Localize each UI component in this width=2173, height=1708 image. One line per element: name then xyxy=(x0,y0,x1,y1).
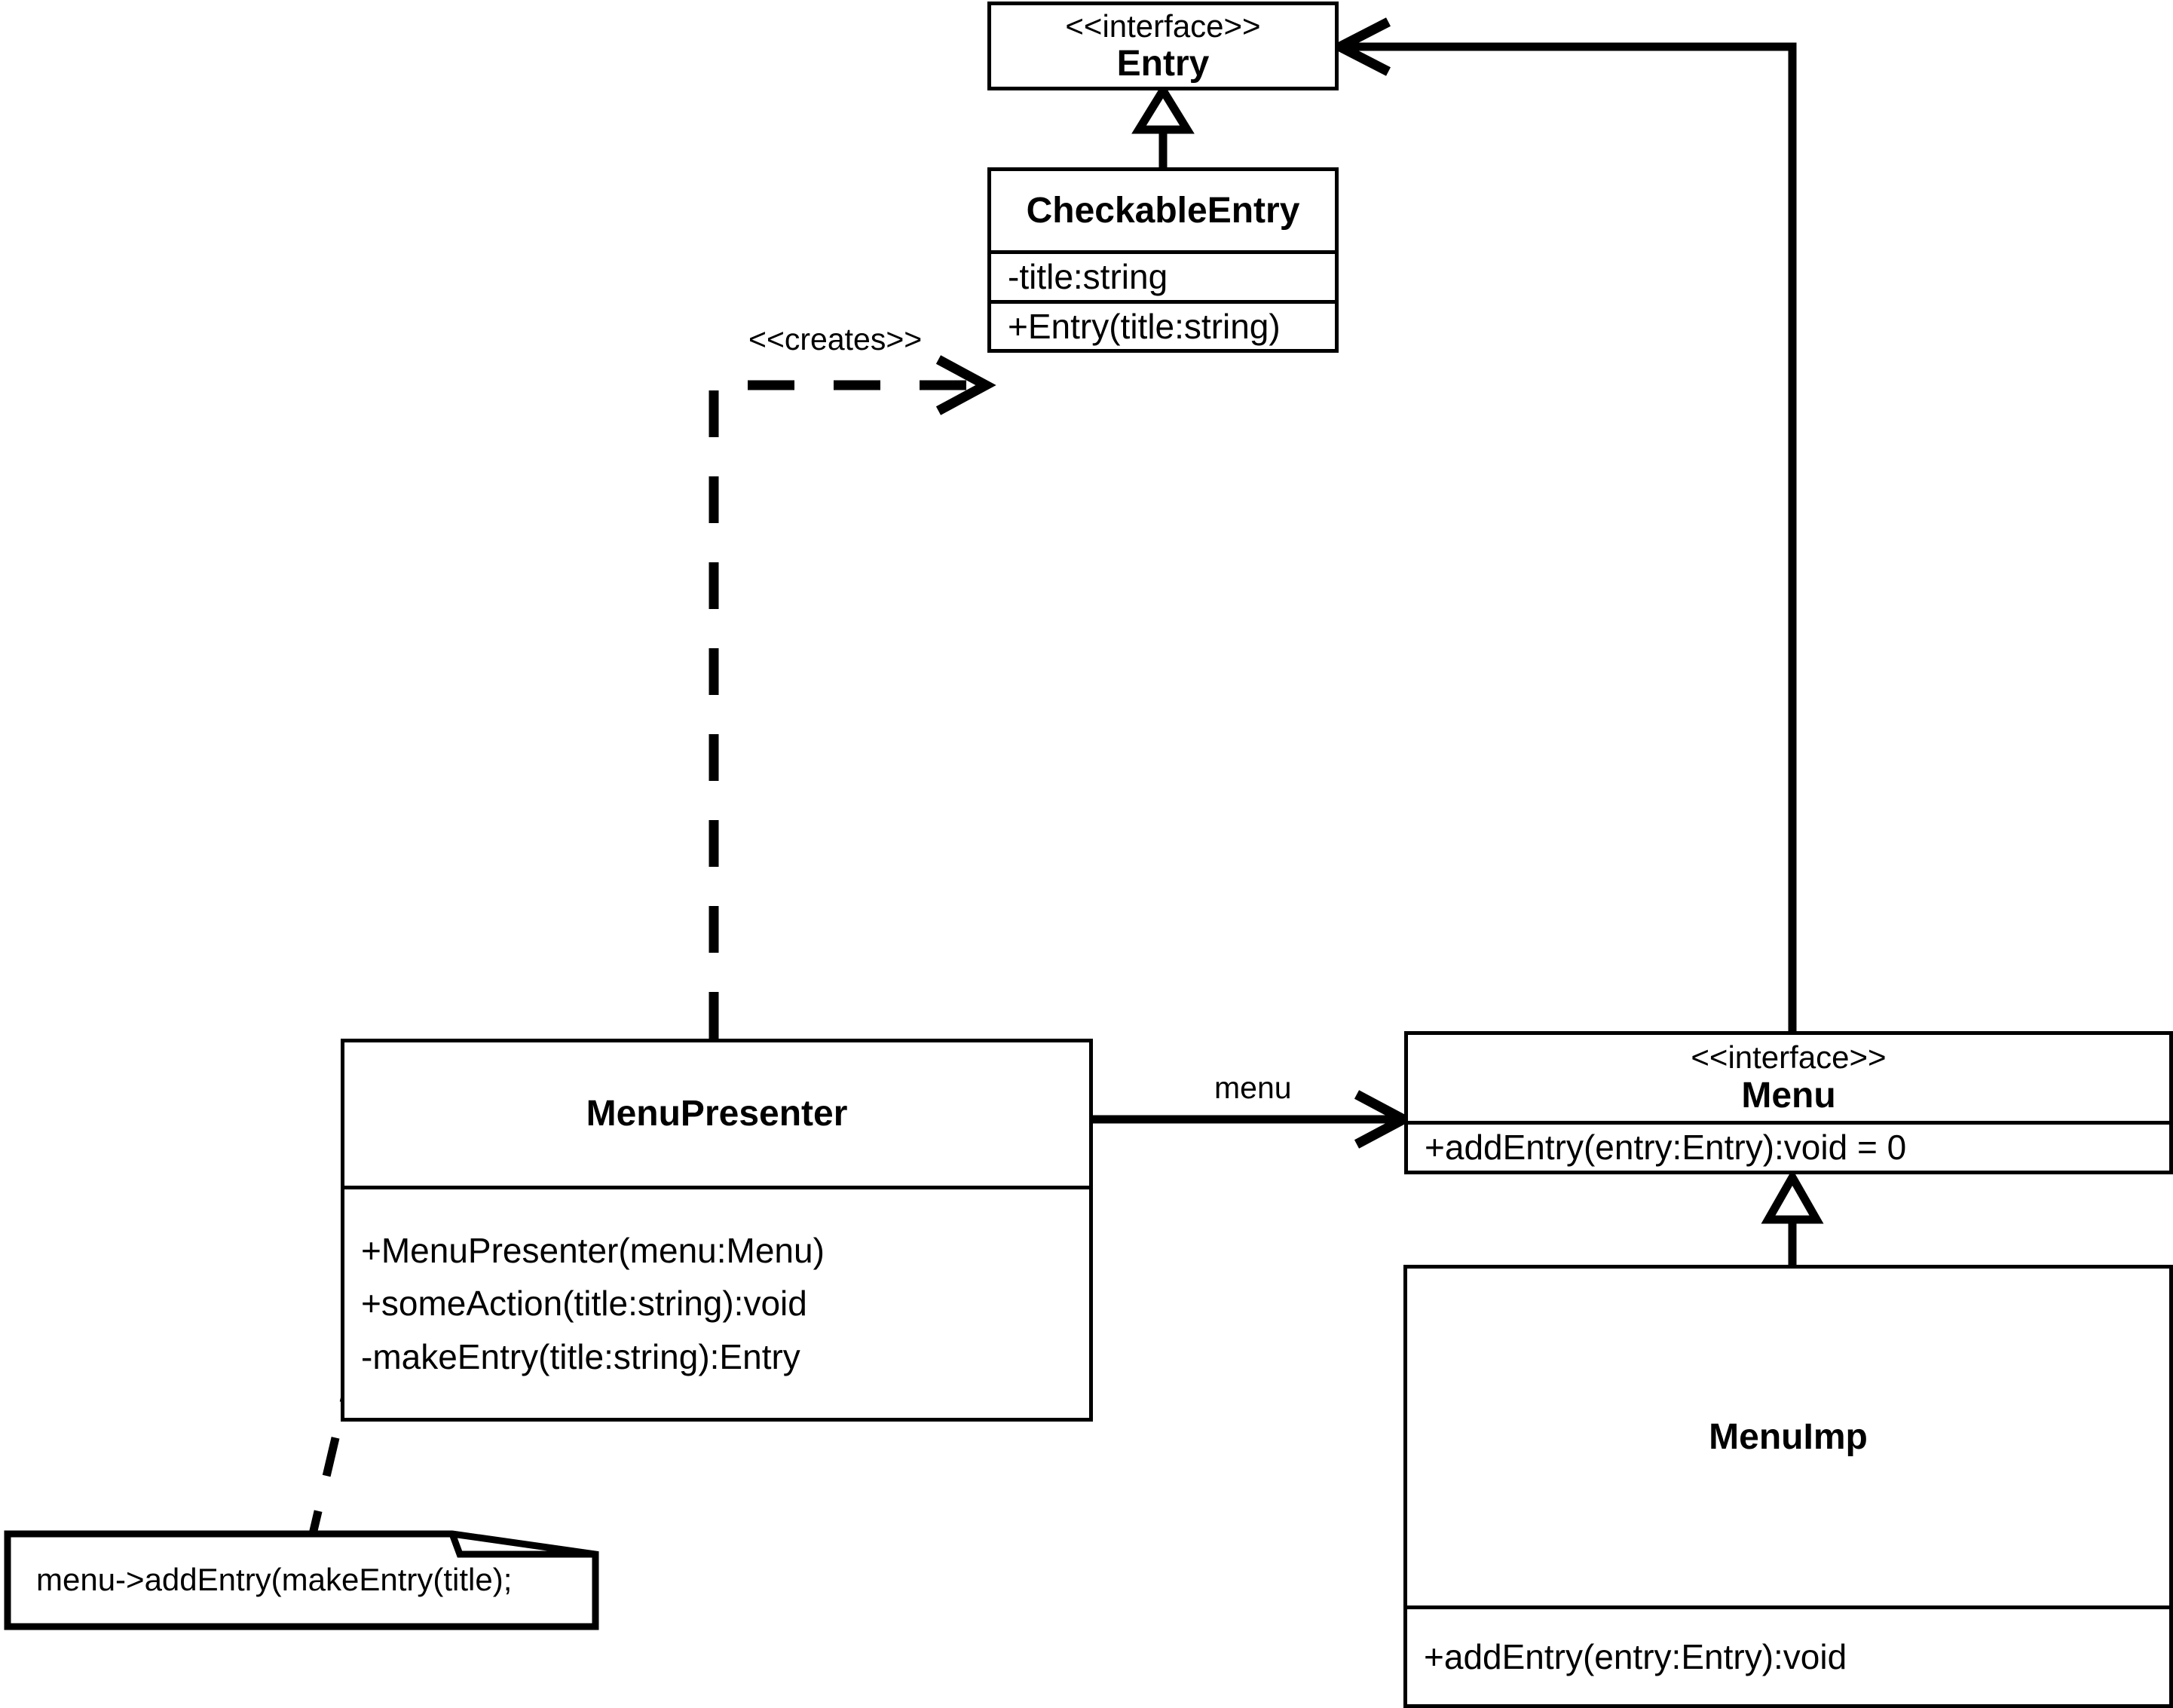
relationship-label-menu: menu xyxy=(1214,1070,1292,1105)
class-operation: +addEntry(entry:Entry):void xyxy=(1424,1636,1847,1676)
relationship-label-creates: <<creates>> xyxy=(748,322,923,357)
class-name-entry: Entry xyxy=(1116,43,1210,84)
dependency-menupresenter-creates-checkableentry xyxy=(709,355,996,1039)
class-operation: -makeEntry(title:string):Entry xyxy=(361,1336,800,1376)
class-header-menupresenter: MenuPresenter xyxy=(344,1042,1089,1186)
class-operation: +someAction(title:string):void xyxy=(361,1284,807,1324)
class-box-entry[interactable]: <<interface>> Entry xyxy=(987,2,1339,90)
note-text: menu->addEntry(makeEntry(title); xyxy=(36,1562,513,1597)
class-box-checkableentry[interactable]: CheckableEntry -title:string +Entry(titl… xyxy=(987,167,1339,353)
attributes-compartment-checkableentry: -title:string xyxy=(991,250,1335,299)
class-header-checkableentry: CheckableEntry xyxy=(991,171,1335,250)
class-operation: +Entry(title:string) xyxy=(1008,306,1281,346)
class-header-menu: <<interface>> Menu xyxy=(1408,1035,2169,1121)
class-header-entry: <<interface>> Entry xyxy=(991,5,1335,87)
operations-compartment-menuimp: +addEntry(entry:Entry):void xyxy=(1407,1605,2169,1704)
dependency-menu-to-entry xyxy=(1329,17,1797,1031)
generalization-menuimp-to-menu xyxy=(1761,1168,1824,1265)
operations-compartment-menu: +addEntry(entry:Entry):void = 0 xyxy=(1408,1120,2169,1171)
class-box-menu[interactable]: <<interface>> Menu +addEntry(entry:Entry… xyxy=(1404,1031,2173,1174)
class-box-menuimp[interactable]: MenuImp +addEntry(entry:Entry):void xyxy=(1403,1265,2173,1708)
class-operation: +addEntry(entry:Entry):void = 0 xyxy=(1425,1128,1907,1168)
class-name-checkableentry: CheckableEntry xyxy=(1026,190,1300,231)
stereotype-entry: <<interface>> xyxy=(1065,8,1261,44)
class-box-menupresenter[interactable]: MenuPresenter +MenuPresenter(menu:Menu) … xyxy=(341,1039,1093,1422)
generalization-checkableentry-to-entry xyxy=(1131,82,1195,167)
class-name-menuimp: MenuImp xyxy=(1709,1416,1868,1457)
class-header-menuimp: MenuImp xyxy=(1407,1269,2169,1605)
class-name-menupresenter: MenuPresenter xyxy=(586,1094,848,1134)
class-attribute: -title:string xyxy=(1008,257,1168,297)
class-operation: +MenuPresenter(menu:Menu) xyxy=(361,1231,825,1271)
operations-compartment-checkableentry: +Entry(title:string) xyxy=(991,299,1335,349)
operations-compartment-menupresenter: +MenuPresenter(menu:Menu) +someAction(ti… xyxy=(344,1186,1089,1418)
stereotype-menu: <<interface>> xyxy=(1691,1039,1887,1076)
class-name-menu: Menu xyxy=(1741,1075,1836,1116)
